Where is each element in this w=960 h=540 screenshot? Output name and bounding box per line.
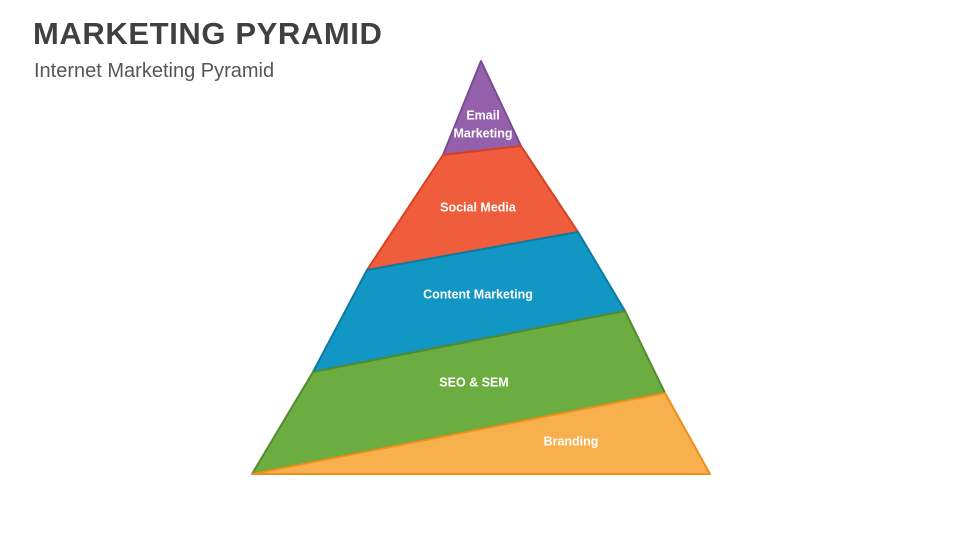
pyramid-level-email-marketing[interactable]: Email Marketing bbox=[442, 60, 522, 156]
pyramid-level-social-media-label: Social Media bbox=[440, 200, 517, 214]
pyramid-level-branding-label: Branding bbox=[544, 434, 599, 448]
page-subtitle: Internet Marketing Pyramid bbox=[34, 60, 275, 82]
pyramid-level-email-marketing-label-line2: Marketing bbox=[453, 126, 512, 140]
pyramid-level-email-marketing-label-line1: Email bbox=[466, 108, 499, 122]
pyramid-level-seo-sem-label: SEO & SEM bbox=[439, 375, 508, 389]
pyramid-level-branding-shape bbox=[251, 392, 711, 475]
pyramid-level-branding[interactable]: Branding bbox=[251, 392, 711, 475]
pyramid-level-content-marketing-label: Content Marketing bbox=[423, 287, 533, 301]
page-title: MARKETING PYRAMID bbox=[33, 16, 383, 51]
